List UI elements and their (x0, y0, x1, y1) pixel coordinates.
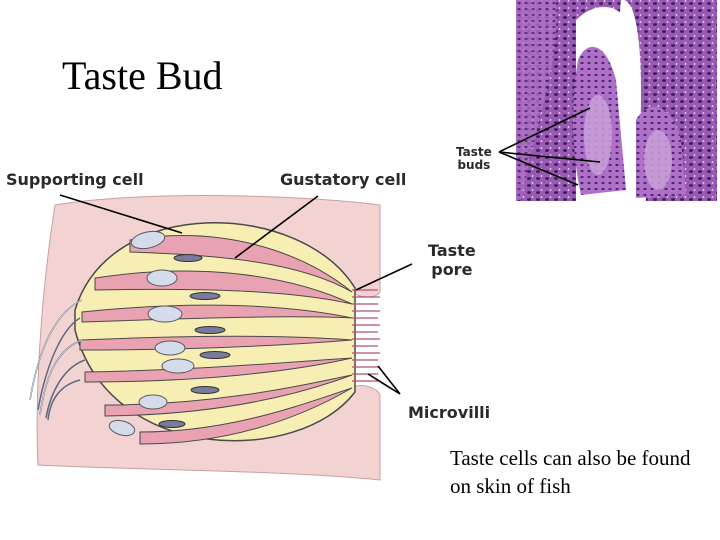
label-microvilli: Microvilli (408, 403, 491, 422)
microvilli-fringe (352, 289, 380, 382)
micrograph-image (516, 0, 717, 201)
gustatory-cell-nuclei (158, 254, 231, 428)
label-taste-pore: Taste pore (428, 241, 476, 279)
slide-caption: Taste cells can also be found on skin of… (450, 446, 691, 498)
slide-title: Taste Bud (62, 53, 223, 98)
label-taste-pore-line1: Taste (428, 241, 476, 260)
label-supporting-cell: Supporting cell (6, 170, 144, 189)
label-taste-pore-line2: pore (431, 260, 473, 279)
label-taste-buds-line2: buds (457, 158, 491, 172)
label-taste-buds-line1: Taste (456, 145, 492, 159)
label-taste-buds: Taste buds (456, 146, 492, 172)
gustatory-cells (79, 235, 353, 445)
label-gustatory-cell: Gustatory cell (280, 170, 407, 189)
supporting-cell-nuclei (108, 230, 195, 437)
